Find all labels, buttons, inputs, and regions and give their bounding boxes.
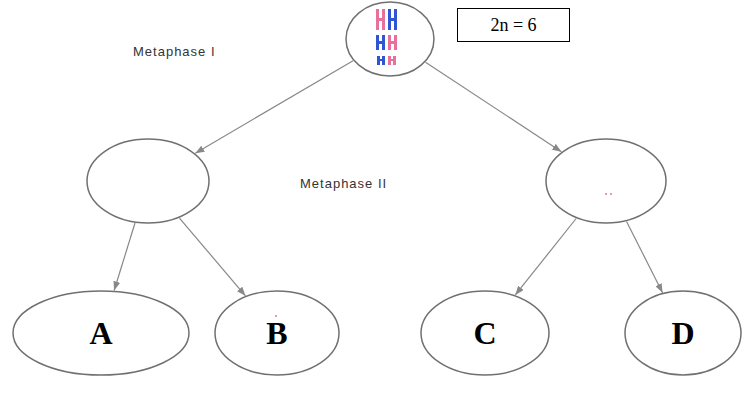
chromosome-blue: [388, 9, 397, 30]
ellipse-outline: [421, 291, 549, 375]
ellipse-outline: [346, 2, 434, 76]
ellipse-outline: [546, 139, 666, 223]
chromosome-dot: [610, 193, 612, 195]
ellipse-outline: [87, 139, 209, 223]
gamete-ellipse: C: [420, 290, 550, 376]
count-text: 2n = 6: [490, 15, 536, 36]
ellipse-outline: [345, 1, 435, 77]
division-arrow: [426, 62, 562, 151]
ellipse-outline: [13, 291, 189, 375]
division-arrow: [114, 223, 135, 290]
chromosome-pink: [388, 56, 396, 65]
cell-letter: C: [473, 315, 496, 352]
cell-letter: D: [671, 315, 694, 352]
division-arrow: [179, 218, 245, 296]
division-arrow: [515, 218, 576, 294]
chromosome-dot: [605, 193, 607, 195]
cell-ellipse: [345, 1, 435, 77]
chromosome-pink: [388, 35, 397, 50]
gamete-ellipse: A: [12, 290, 190, 376]
ellipse-outline: [86, 138, 210, 224]
cell-ellipse: [86, 138, 210, 224]
chromosome-count-box: 2n = 6: [457, 8, 570, 42]
ellipse-outline: [545, 138, 667, 224]
chromosome-blue: [376, 35, 385, 50]
chromosome-pink: [376, 9, 385, 30]
chromosome-blue: [377, 56, 385, 65]
ellipse-outline: [625, 291, 741, 375]
ellipse-outline: [215, 291, 339, 375]
stage-label: Metaphase I: [133, 44, 216, 59]
stage-label: Metaphase II: [300, 176, 387, 191]
cell-letter: B: [266, 315, 287, 352]
cell-letter: A: [89, 315, 112, 352]
division-arrow: [195, 61, 353, 154]
gamete-ellipse: D: [624, 290, 742, 376]
cell-ellipse: [545, 138, 667, 224]
gamete-ellipse: B: [214, 290, 340, 376]
division-arrow: [627, 221, 663, 292]
